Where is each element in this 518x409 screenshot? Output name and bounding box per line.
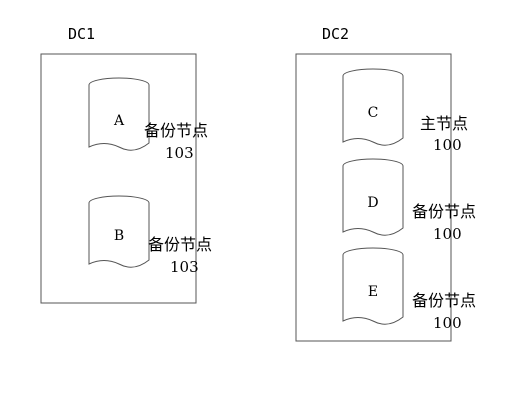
node-c-letter: C xyxy=(368,105,379,121)
node-e: E 备份节点 100 xyxy=(342,247,476,332)
node-e-role: 备份节点 xyxy=(412,291,476,310)
node-d: D 备份节点 100 xyxy=(342,158,476,243)
node-a-role: 备份节点 xyxy=(144,121,208,140)
node-b-value: 103 xyxy=(170,258,199,276)
node-c-value: 100 xyxy=(433,136,462,154)
cylinder-e xyxy=(342,247,404,325)
node-a-value: 103 xyxy=(165,144,194,162)
node-a: A 备份节点 103 xyxy=(88,77,208,162)
cylinder-a xyxy=(88,77,150,151)
node-b-letter: B xyxy=(114,228,124,244)
node-d-letter: D xyxy=(367,195,378,211)
node-d-role: 备份节点 xyxy=(412,202,476,221)
cylinder-b xyxy=(88,195,150,268)
node-e-value: 100 xyxy=(433,314,462,332)
node-e-letter: E xyxy=(368,284,378,300)
dc2-box xyxy=(295,53,452,342)
node-a-letter: A xyxy=(113,113,125,129)
cylinder-c xyxy=(342,68,404,146)
node-c: C 主节点 100 xyxy=(342,68,468,154)
node-b-role: 备份节点 xyxy=(148,235,212,254)
node-c-role: 主节点 xyxy=(420,114,468,133)
node-b: B 备份节点 103 xyxy=(88,195,212,276)
node-d-value: 100 xyxy=(433,225,462,243)
dc2-label: DC2 xyxy=(322,25,349,43)
dc1-box xyxy=(40,53,197,304)
cylinder-d xyxy=(342,158,404,236)
dc1-label: DC1 xyxy=(68,25,95,43)
